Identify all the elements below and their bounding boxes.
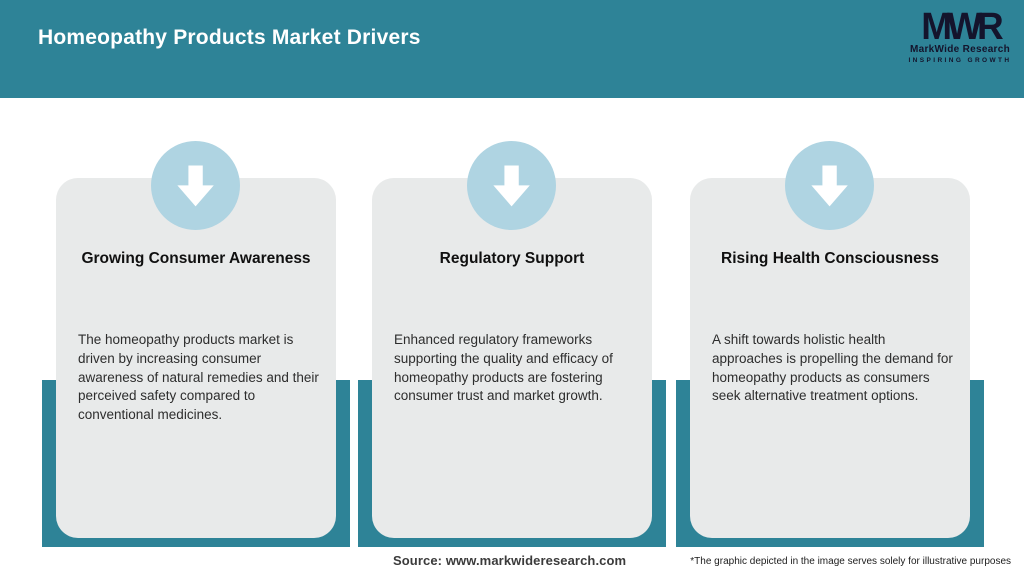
card-title: Rising Health Consciousness: [721, 250, 939, 267]
mwr-monogram-icon: MWR: [921, 5, 1003, 48]
source-text: Source: www.markwideresearch.com: [393, 553, 627, 568]
page-title: Homeopathy Products Market Drivers: [38, 26, 421, 49]
card-body: The homeopathy products market is driven…: [78, 332, 319, 423]
down-arrow-icon: [467, 141, 556, 230]
down-arrow-icon: [151, 141, 240, 230]
card: Rising Health Consciousness A shift towa…: [690, 178, 970, 538]
card: Growing Consumer Awareness The homeopath…: [56, 178, 336, 538]
markwide-logo: MWR MarkWide Research INSPIRING GROWTH: [908, 5, 1012, 64]
card-title: Regulatory Support: [439, 250, 585, 267]
card-body: A shift towards holistic health approach…: [712, 332, 953, 404]
card: Regulatory Support Enhanced regulatory f…: [372, 178, 652, 538]
down-arrow-icon: [785, 141, 874, 230]
card-title: Growing Consumer Awareness: [81, 250, 311, 267]
logo-name: MarkWide Research: [909, 44, 1011, 55]
header-bar: Homeopathy Products Market Drivers MWR M…: [0, 0, 1024, 98]
card-body: Enhanced regulatory frameworks supportin…: [394, 332, 613, 404]
disclaimer-text: *The graphic depicted in the image serve…: [690, 556, 1011, 567]
logo-tagline: INSPIRING GROWTH: [908, 57, 1012, 64]
